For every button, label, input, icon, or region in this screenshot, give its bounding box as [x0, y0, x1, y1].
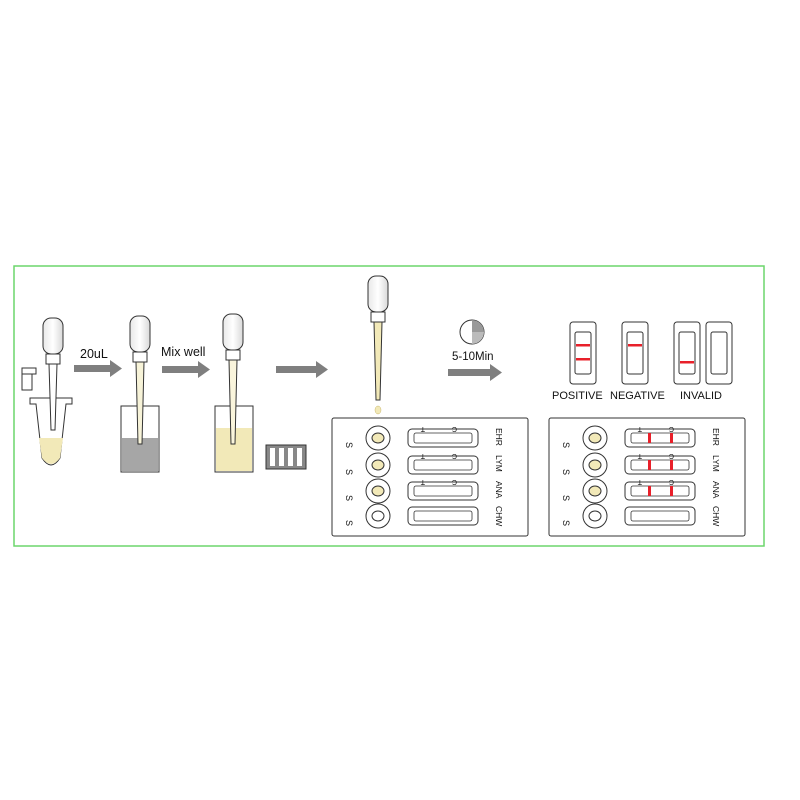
control-line: [670, 433, 673, 443]
pipette-3: [222, 313, 244, 361]
strip-name-chw: CHW: [711, 506, 721, 526]
test-line-label: T: [420, 425, 425, 432]
sample-well-pad: [588, 459, 602, 471]
test-line-label: T: [637, 452, 642, 459]
strip-name-ehr: EHR: [711, 428, 721, 446]
sample-well-label: S: [561, 469, 571, 475]
negative-label: NEGATIVE: [610, 390, 665, 402]
control-line-label: C: [669, 478, 674, 485]
cassette-row-chw: S CHW: [344, 503, 504, 529]
sample-well-label: S: [561, 442, 571, 448]
mix-label: Mix well: [161, 345, 205, 359]
cassette-row-lym: S T C LYM: [561, 452, 721, 478]
test-line: [648, 433, 651, 443]
control-line-label: C: [452, 425, 457, 432]
sample-well-pad: [371, 459, 385, 471]
sample-tube: [21, 367, 73, 466]
test-line-label: T: [637, 425, 642, 432]
strip-name-ana: ANA: [711, 481, 721, 499]
arrow-2: [162, 361, 210, 378]
test-line-label: T: [637, 478, 642, 485]
test-strip-pack: [265, 444, 307, 470]
result-window-inner: [413, 432, 473, 444]
sample-well-pad: [371, 510, 385, 522]
strip-name-ehr: EHR: [494, 428, 504, 446]
sample-well-label: S: [561, 495, 571, 501]
cassette-row-ehr: S T C EHR: [561, 425, 721, 451]
positive-label: POSITIVE: [552, 390, 603, 402]
arrow-1: [74, 360, 122, 377]
sample-well-label: S: [344, 520, 354, 526]
cassette-row-ana: S T C ANA: [561, 478, 721, 504]
result-positive-strip: [569, 321, 597, 385]
result-window-inner: [413, 485, 473, 497]
test-line-label: T: [420, 452, 425, 459]
mixed-well: [214, 359, 254, 473]
timer-icon: [459, 319, 485, 345]
sample-well-pad: [371, 485, 385, 497]
sample-well-label: S: [561, 520, 571, 526]
test-line: [648, 460, 651, 470]
pipette-dropping: [367, 275, 389, 415]
result-invalid-strip-2: [705, 321, 733, 385]
sample-well-label: S: [344, 469, 354, 475]
cassette-row-ehr: S T C EHR: [344, 425, 504, 451]
control-line-label: C: [669, 452, 674, 459]
strip-name-ana: ANA: [494, 481, 504, 499]
sample-well-pad: [588, 510, 602, 522]
strip-name-chw: CHW: [494, 506, 504, 526]
test-line: [648, 486, 651, 496]
result-invalid-strip-1: [673, 321, 701, 385]
sample-well-label: S: [344, 495, 354, 501]
pipette-1: [42, 317, 64, 431]
sample-well-label: S: [344, 442, 354, 448]
strip-name-lym: LYM: [494, 455, 504, 472]
arrow-3: [276, 361, 328, 378]
result-window-inner: [630, 485, 690, 497]
time-label: 5-10Min: [452, 351, 494, 363]
buffer-well-1: [120, 361, 160, 473]
cassette-row-ana: S T C ANA: [344, 478, 504, 504]
control-line: [670, 486, 673, 496]
test-line-label: T: [420, 478, 425, 485]
control-line-label: C: [452, 452, 457, 459]
result-window-inner: [413, 459, 473, 471]
result-window-inner: [630, 459, 690, 471]
result-negative-strip: [621, 321, 649, 385]
cassette-row-lym: S T C LYM: [344, 452, 504, 478]
invalid-label: INVALID: [680, 390, 722, 402]
volume-label: 20uL: [80, 347, 108, 361]
sample-well-pad: [371, 432, 385, 444]
sample-well-pad: [588, 432, 602, 444]
control-line: [670, 460, 673, 470]
control-line-label: C: [669, 425, 674, 432]
strip-name-lym: LYM: [711, 455, 721, 472]
result-window-inner: [630, 432, 690, 444]
control-line-label: C: [452, 478, 457, 485]
result-window-inner: [630, 510, 690, 522]
sample-well-pad: [588, 485, 602, 497]
pipette-2: [129, 315, 151, 363]
arrow-4: [448, 364, 502, 381]
result-window-inner: [413, 510, 473, 522]
cassette-row-chw: S CHW: [561, 503, 721, 529]
